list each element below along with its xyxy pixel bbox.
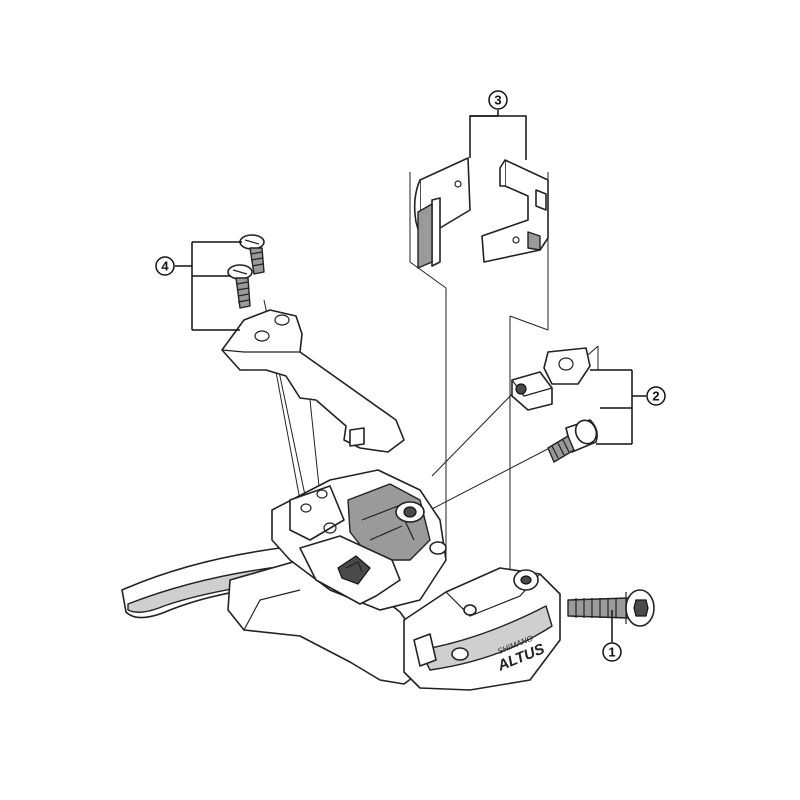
callout-3-label: 3 <box>494 93 501 108</box>
callout-1: 1 <box>602 642 622 662</box>
clamp-band-part <box>413 157 549 269</box>
mounting-bolt-part <box>567 589 655 627</box>
callout-1-label: 1 <box>608 645 615 660</box>
callout-3: 3 <box>488 90 508 110</box>
callout-2-label: 2 <box>652 389 659 404</box>
leader-lines <box>175 110 646 642</box>
link-plate-part <box>221 309 405 453</box>
callout-4: 4 <box>155 256 175 276</box>
screws-part <box>227 234 265 309</box>
callout-2: 2 <box>646 386 666 406</box>
callout-4-label: 4 <box>161 259 169 274</box>
derailleur-body <box>121 469 561 691</box>
clamp-nut-and-bolt-part <box>511 347 598 463</box>
